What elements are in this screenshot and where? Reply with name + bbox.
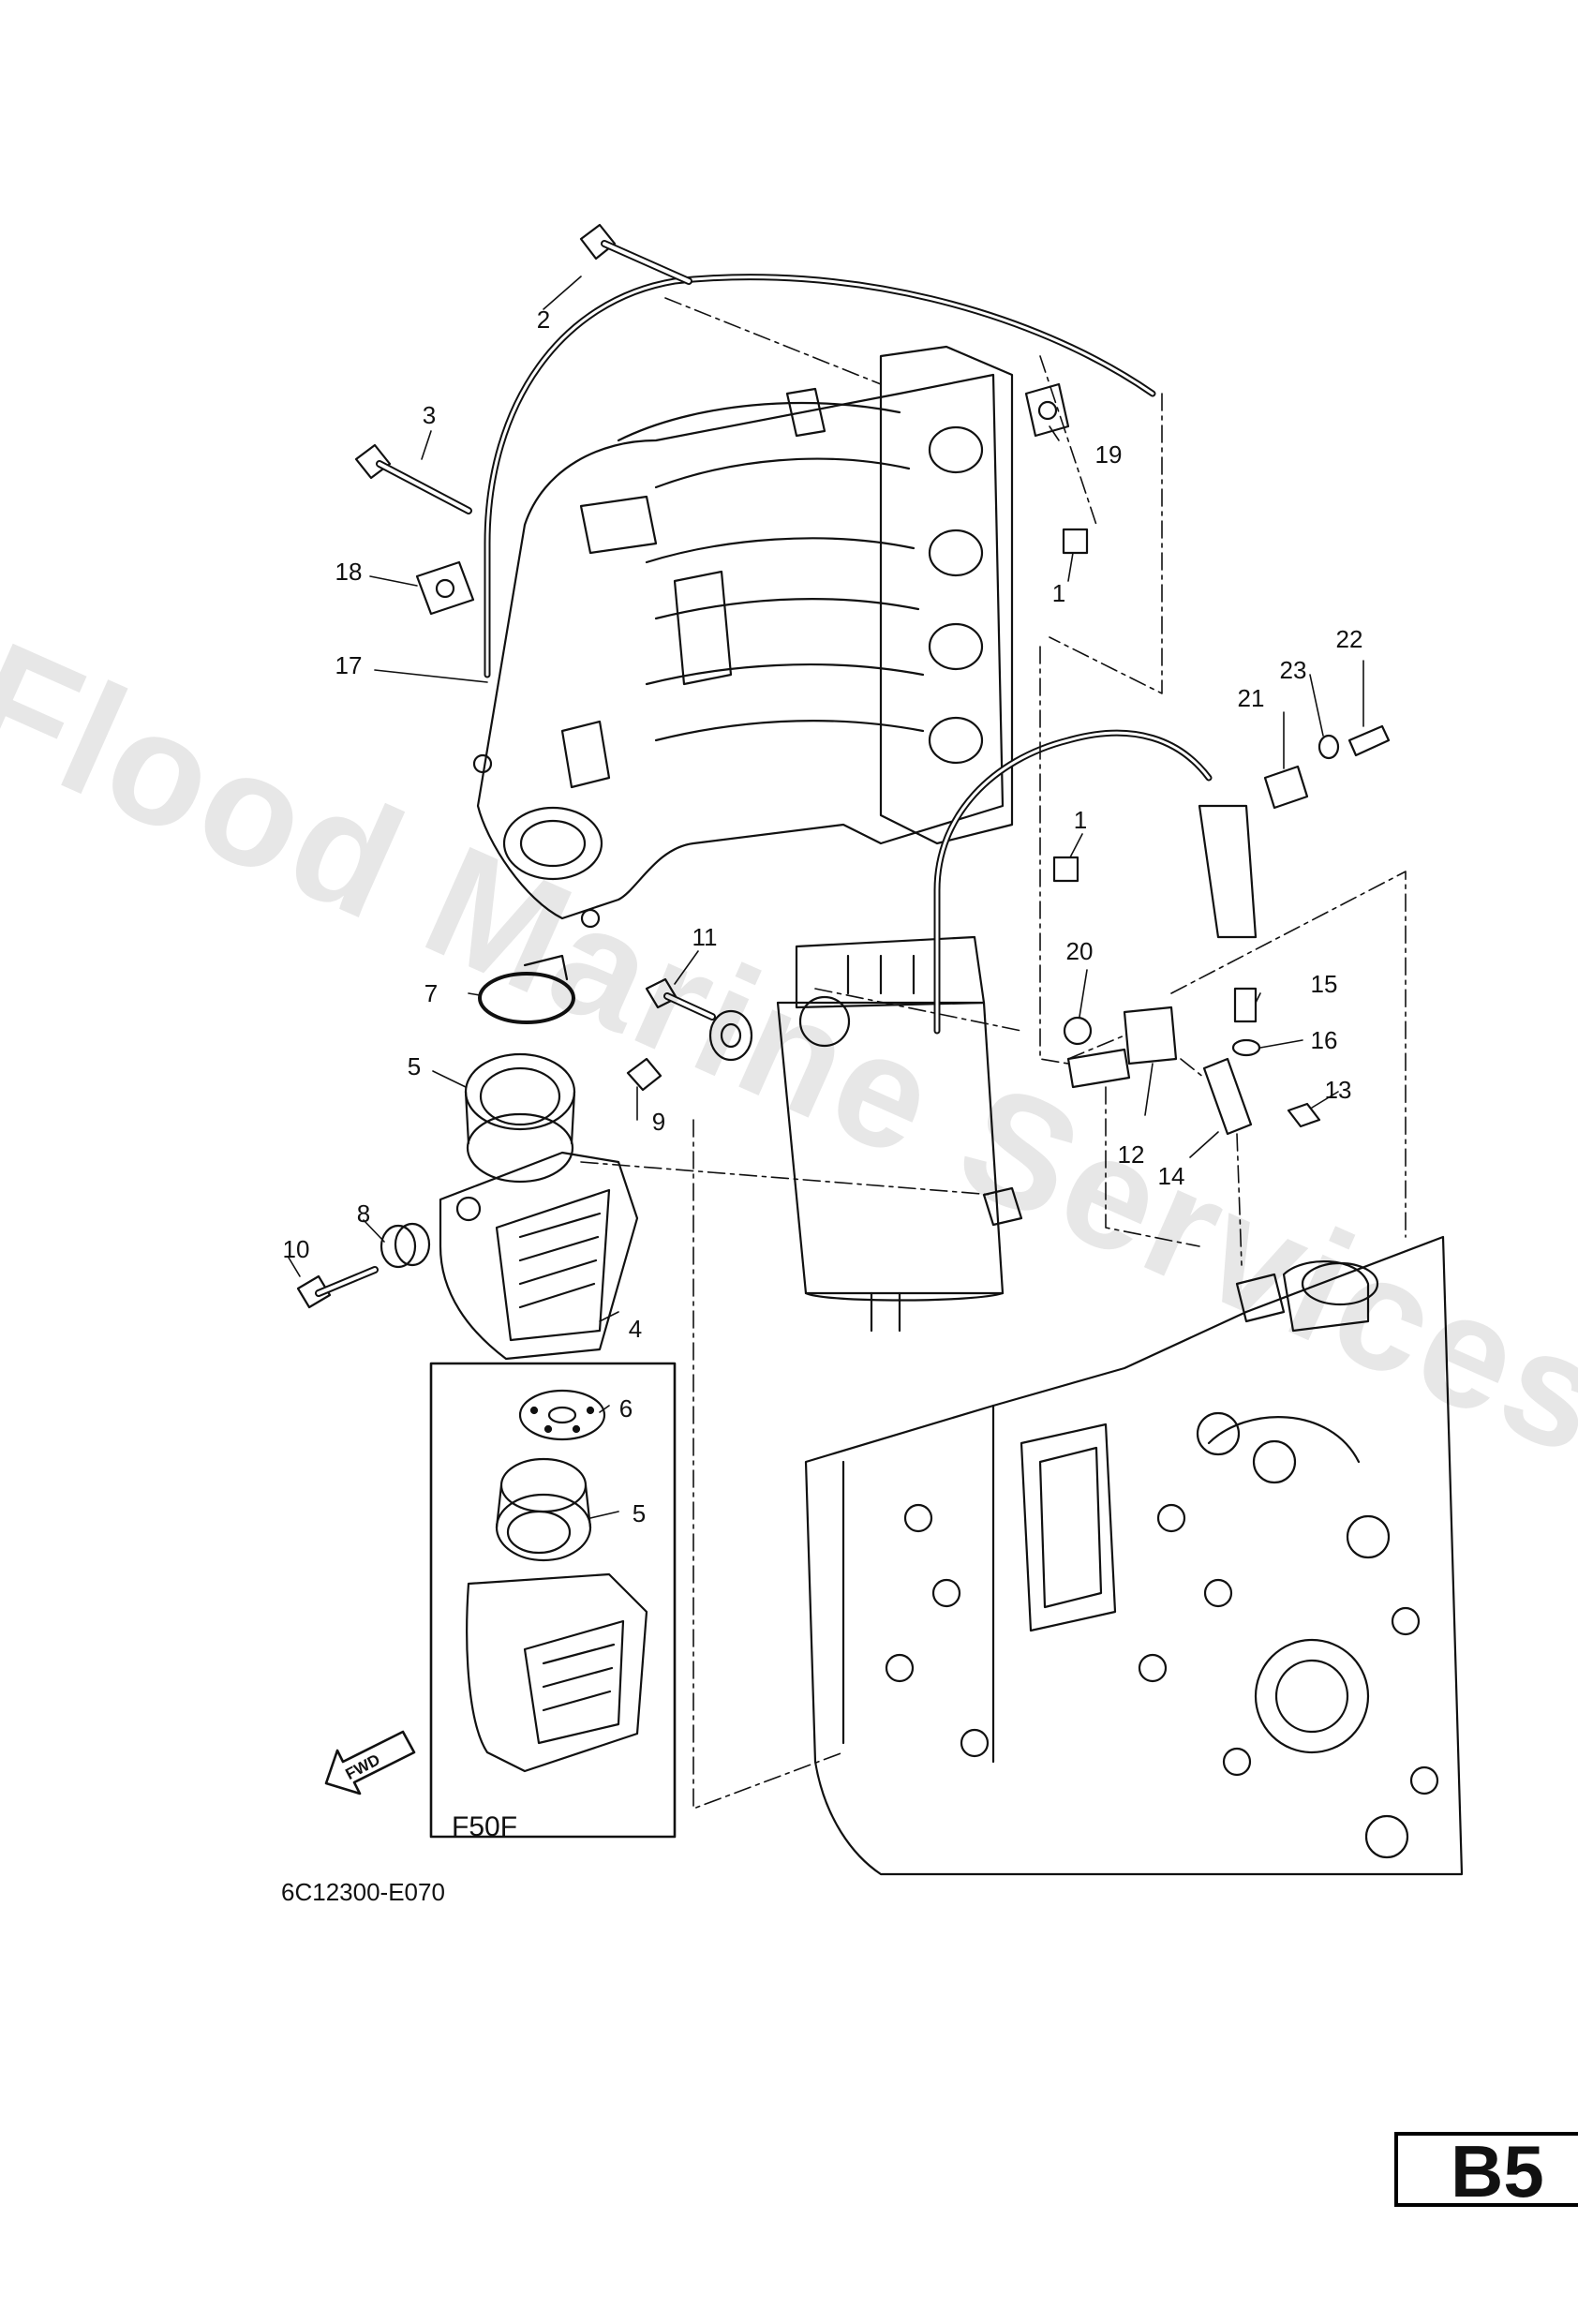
callout-3: 3 [422, 401, 437, 429]
plate-6 [518, 1389, 606, 1441]
clip-18 [415, 560, 475, 616]
callout-19: 19 [1094, 440, 1123, 469]
callout-11: 11 [692, 923, 718, 951]
variant-inset-box [429, 1362, 677, 1839]
page-code: B5 [1451, 2130, 1544, 2212]
bolt-3 [354, 443, 472, 514]
callout-5: 5 [407, 1052, 422, 1080]
bolt-22 [1347, 724, 1391, 757]
bolt-10 [296, 1266, 379, 1309]
hose-21-section [1198, 804, 1258, 939]
grommet-11 [708, 1009, 753, 1062]
power-head [804, 1235, 1464, 1876]
clip-20 [1063, 1016, 1093, 1046]
leader-lines [288, 276, 1364, 1519]
bolt-11 [645, 977, 716, 1020]
callout-20: 20 [1065, 937, 1094, 965]
nut-13 [1287, 1102, 1321, 1128]
fuel-hose-inner [935, 731, 1211, 1033]
page-code-box [1394, 2132, 1578, 2207]
bolt-9 [626, 1057, 662, 1092]
clip-21 [1263, 765, 1309, 810]
callout-22: 22 [1335, 625, 1363, 653]
grommet-lower [1235, 1273, 1286, 1323]
callout-14: 14 [1157, 1162, 1185, 1190]
collar-lower [982, 1186, 1023, 1227]
callout-6: 6 [618, 1394, 633, 1423]
grommet-8 [380, 1222, 431, 1269]
variant-label: F50F [452, 1811, 518, 1842]
joint-5 [464, 1052, 576, 1184]
callout-17: 17 [335, 651, 363, 679]
callout-1: 1 [1051, 579, 1066, 607]
intake-manifold [472, 345, 1014, 929]
diagram-code: 6C12300-E070 [281, 1878, 445, 1906]
washer-16 [1231, 1038, 1261, 1057]
vapor-separator [776, 935, 1005, 1333]
callout-2: 2 [536, 305, 551, 334]
silencer-4 [439, 1151, 639, 1361]
clip-19 [1024, 382, 1070, 438]
callout-8: 8 [356, 1199, 371, 1228]
callout-16: 16 [1310, 1026, 1338, 1054]
breather-hose-17 [484, 274, 1156, 678]
callout-21: 21 [1237, 684, 1265, 712]
silencer-inset [466, 1572, 648, 1773]
callout-7: 7 [424, 979, 439, 1007]
callout-10: 10 [282, 1235, 310, 1263]
reference-lines [580, 297, 1407, 1810]
callout-13: 13 [1324, 1076, 1352, 1104]
callout-5: 5 [632, 1499, 647, 1527]
callout-18: 18 [335, 558, 363, 586]
solenoid-12 [1066, 1006, 1178, 1089]
dowel-pin-1b [1052, 856, 1079, 883]
callout-12: 12 [1117, 1140, 1145, 1169]
callout-15: 15 [1310, 970, 1338, 998]
fwd-arrow-icon [324, 1730, 416, 1795]
callout-9: 9 [651, 1108, 666, 1136]
bolt-2 [579, 223, 692, 285]
callout-23: 23 [1279, 656, 1307, 684]
washer-23 [1317, 734, 1340, 760]
breather-hose-17-inner [485, 276, 1154, 677]
callout-1: 1 [1073, 806, 1088, 834]
callout-4: 4 [628, 1315, 643, 1343]
bolt-15 [1233, 987, 1258, 1023]
joint-5-inset [495, 1457, 592, 1562]
bracket-14 [1202, 1057, 1253, 1136]
dowel-pin-1a [1062, 528, 1089, 555]
clamp-7 [478, 954, 575, 1024]
